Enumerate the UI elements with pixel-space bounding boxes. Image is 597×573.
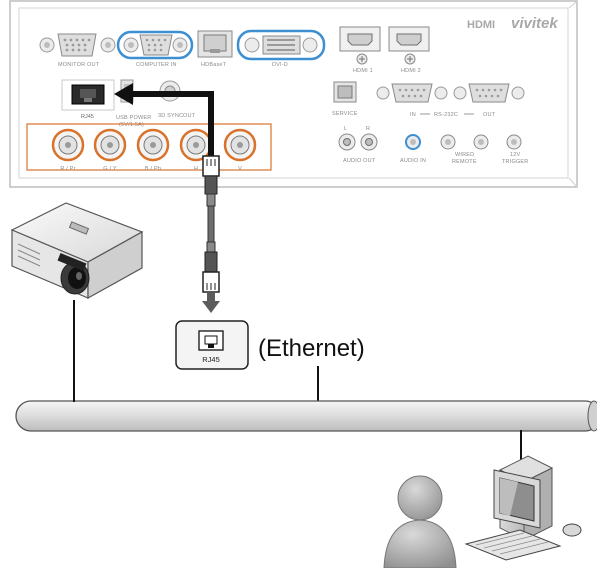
svg-text:(5V/1.5A): (5V/1.5A): [119, 122, 144, 128]
svg-text:REMOTE: REMOTE: [452, 159, 477, 165]
svg-text:WIRED: WIRED: [455, 152, 474, 158]
computer-in-port: COMPUTER IN: [116, 30, 194, 68]
svg-text:TRIGGER: TRIGGER: [502, 159, 528, 165]
bnc-port-label: H: [194, 166, 198, 172]
trigger-port: 12V TRIGGER: [502, 134, 528, 165]
bnc-port-label: B / Pb: [145, 166, 161, 172]
bnc-port: R / Pr: [51, 128, 85, 172]
monitor-out-port: MONITOR OUT: [39, 33, 116, 68]
bnc-port: B / Pb: [136, 128, 170, 172]
audio-in-port: AUDIO IN: [400, 134, 426, 164]
computer-icon: [464, 455, 582, 561]
svg-text:SERVICE: SERVICE: [332, 111, 358, 117]
svg-text:AUDIO IN: AUDIO IN: [400, 158, 426, 164]
svg-text:RJ45: RJ45: [202, 355, 220, 364]
wired-remote-port: WIRED REMOTE: [440, 134, 489, 165]
panel-rj45-port: RJ45: [61, 79, 115, 120]
bnc-port-label: V: [238, 166, 242, 172]
network-rj45-jack: RJ45: [175, 320, 249, 370]
ethernet-cable: [202, 155, 220, 293]
svg-text:OUT: OUT: [483, 112, 496, 118]
svg-text:HDMI 1: HDMI 1: [353, 68, 373, 74]
svg-text:MONITOR OUT: MONITOR OUT: [58, 62, 100, 68]
connection-arrow: [114, 83, 214, 160]
hdmi-1-port: HDMI 1: [339, 26, 381, 74]
audio-out-port: L R AUDIO OUT: [338, 126, 378, 164]
svg-text:RS-232C: RS-232C: [434, 112, 458, 118]
svg-text:L: L: [344, 126, 347, 132]
bnc-port: G / Y: [93, 128, 127, 172]
hdmi-logo: HDMI: [467, 19, 495, 31]
down-arrow: [202, 293, 220, 313]
svg-text:HDMI 2: HDMI 2: [401, 68, 421, 74]
svg-text:IN: IN: [410, 112, 416, 118]
bnc-port-label: R / Pr: [60, 166, 75, 172]
svg-text:R: R: [366, 126, 370, 132]
bnc-port-group: [26, 123, 272, 171]
ethernet-label: (Ethernet): [258, 335, 365, 362]
dvi-d-port: DVI-D: [236, 29, 326, 68]
svg-text:AUDIO OUT: AUDIO OUT: [343, 158, 376, 164]
rs232c-in-port: IN: [376, 83, 448, 118]
bnc-ports: R / Pr G / Y B / Pb H V: [51, 128, 257, 172]
hdmi-2-port: HDMI 2: [388, 26, 430, 74]
service-port: SERVICE: [332, 81, 358, 117]
network-bus: [15, 366, 597, 432]
vivitek-logo: vivitek: [511, 15, 558, 32]
projector-icon: [10, 202, 144, 300]
svg-text:USB POWER: USB POWER: [116, 115, 151, 121]
svg-text:vivitek: vivitek: [511, 15, 558, 32]
bnc-port: H: [179, 128, 213, 172]
user-icon: [383, 475, 457, 569]
svg-text:3D SYNC: 3D SYNC: [158, 113, 183, 119]
svg-text:COMPUTER IN: COMPUTER IN: [136, 62, 177, 68]
rs232c-out-port: OUT: [453, 83, 525, 118]
svg-text:DVI-D: DVI-D: [272, 62, 288, 68]
svg-text:12V: 12V: [510, 152, 521, 158]
hdbaset-port: HDBaseT: [197, 30, 233, 68]
svg-text:OUT: OUT: [183, 113, 196, 119]
svg-text:HDBaseT: HDBaseT: [201, 62, 227, 68]
svg-text:HDMI: HDMI: [467, 19, 495, 31]
bnc-port: V: [223, 128, 257, 172]
bnc-port-label: G / Y: [103, 166, 117, 172]
rs232c-label: RS-232C: [420, 112, 474, 118]
svg-text:RJ45: RJ45: [81, 114, 94, 120]
